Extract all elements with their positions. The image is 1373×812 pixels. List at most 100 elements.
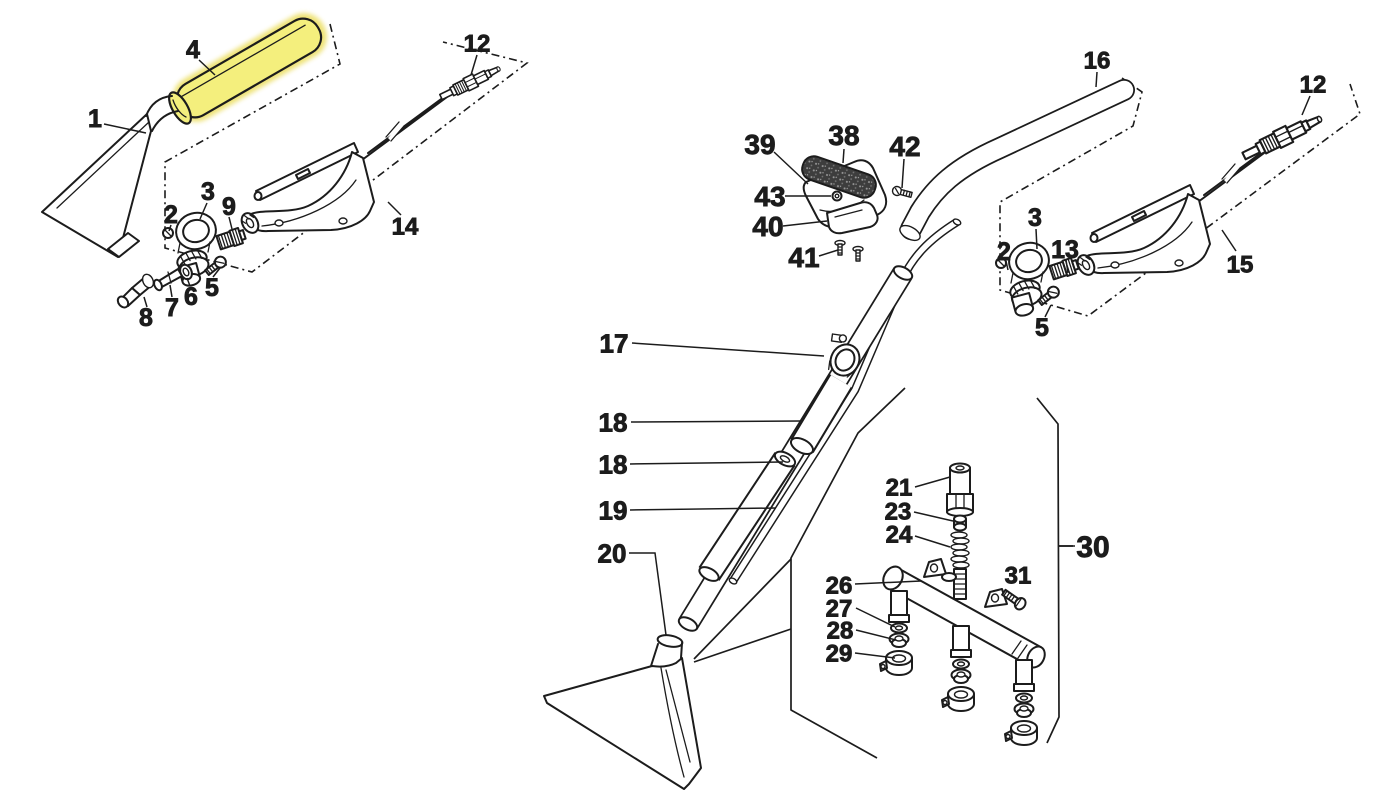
leader-line-12-2 (470, 54, 478, 76)
sleeve-tube-18-lower (698, 450, 797, 582)
part-label-20-28: 20 (598, 538, 627, 568)
pad-screws-41 (834, 239, 864, 262)
leader-line-3-20 (1035, 228, 1038, 250)
part-label-18-26: 18 (599, 449, 628, 479)
screw-42 (891, 185, 913, 198)
leader-line-2-5 (168, 224, 172, 232)
leader-line-2-22 (1005, 260, 1009, 271)
part-label-27-33: 27 (826, 596, 853, 623)
wand-tube-16-upper (899, 79, 1135, 242)
leader-line-23-30 (913, 511, 954, 522)
part-label-15-19: 15 (1227, 252, 1254, 279)
part-label-7-9: 7 (165, 294, 179, 322)
part-label-41-16: 41 (788, 242, 819, 273)
part-label-5-7: 5 (205, 274, 219, 302)
part-label-2-5: 2 (164, 201, 178, 229)
leader-line-27-33 (855, 607, 896, 628)
sleeve-tube-18-upper (789, 374, 853, 456)
part-label-29-35: 29 (826, 641, 853, 668)
part-label-21-29: 21 (886, 475, 913, 502)
trigger-assembly-right (995, 109, 1327, 319)
part-label-24-31: 24 (886, 522, 913, 549)
leader-line-18-25 (630, 420, 802, 423)
leader-line-24-31 (914, 535, 951, 548)
leader-line-7-9 (169, 284, 173, 298)
leader-line-42-13 (901, 158, 905, 189)
tube-open-end-bottom (677, 616, 699, 632)
leader-line-13-21 (1065, 259, 1069, 274)
leader-line-38-12 (842, 148, 845, 164)
part-label-38-12: 38 (828, 120, 859, 151)
upholstery-tool-foot (107, 232, 140, 258)
part-label-23-30: 23 (885, 499, 912, 526)
part-label-31-36: 31 (1005, 563, 1032, 590)
assembly-30-bracket (1036, 397, 1060, 744)
grip-pad-38 (801, 155, 877, 199)
part-label-43-14: 43 (754, 181, 785, 212)
part-label-8-10: 8 (139, 304, 153, 332)
leader-line-5-7 (212, 267, 221, 278)
tube-open-end-top (892, 265, 914, 281)
leader-line-15-19 (1221, 229, 1237, 252)
part-label-9-4: 9 (222, 193, 236, 221)
leader-line-26-32 (854, 580, 922, 585)
floor-tool-body (543, 657, 702, 790)
leader-line-39-11 (773, 151, 809, 185)
part-label-18-25: 18 (599, 407, 628, 437)
hose-coupler-12-right (1239, 109, 1327, 166)
spray-bar-26 (882, 558, 1046, 692)
part-label-42-13: 42 (889, 131, 920, 162)
tube-16-end-cap (899, 224, 921, 242)
leader-line-4-0 (198, 59, 216, 76)
check-valve-21 (946, 462, 974, 517)
leader-line-21-29 (914, 476, 951, 488)
leader-line-9-4 (228, 216, 233, 230)
pad-bracket-40 (826, 201, 879, 235)
spray-manifold-assembly (879, 462, 1046, 746)
leader-line-3-3 (199, 202, 208, 220)
part-label-19-27: 19 (599, 495, 628, 525)
part-label-14-6: 14 (392, 214, 419, 241)
floor-tool-20 (543, 634, 702, 790)
bolt-31 (1001, 588, 1027, 611)
construction-lines (164, 23, 1361, 317)
hose-coupler-12-left (437, 61, 504, 104)
leader-line-5-23 (1044, 304, 1052, 318)
leader-line-40-15 (782, 220, 828, 227)
part-label-5-23: 5 (1035, 314, 1049, 342)
nozzle-stack-left (879, 622, 913, 676)
part-label-3-20: 3 (1028, 204, 1042, 232)
hand-tool-assembly (41, 13, 504, 309)
leader-line-28-34 (855, 629, 897, 641)
leader-line-14-6 (387, 201, 402, 216)
part-label-28-34: 28 (827, 618, 854, 645)
part-label-2-22: 2 (997, 238, 1011, 266)
valve-poppet-23 (953, 514, 967, 532)
grip-tube-4 (175, 17, 323, 119)
leader-line-6-8 (186, 277, 191, 287)
phantom-box-grip-tube-and-valve-14 (164, 23, 529, 273)
tube-clamp-17 (828, 333, 861, 378)
grip-pad-group (801, 155, 913, 262)
part-label-16-17: 16 (1084, 48, 1111, 75)
valve-stem (953, 568, 967, 600)
part-label-40-15: 40 (752, 211, 783, 242)
leader-line-17-24 (631, 342, 825, 357)
part-label-30-37: 30 (1076, 531, 1109, 564)
part-label-3-3: 3 (201, 178, 215, 206)
leader-line-41-16 (818, 249, 839, 257)
part-label-39-11: 39 (744, 129, 775, 160)
elbow-parts-6-7-8 (116, 263, 193, 309)
leader-line-1-1 (103, 123, 147, 134)
phantom-box-valve-15 (999, 77, 1361, 317)
leader-line-12-18 (1301, 95, 1311, 116)
leader-line-20-28 (629, 552, 667, 636)
part-label-6-8: 6 (184, 283, 198, 311)
projection-line-upper (693, 558, 792, 660)
part-label-26-32: 26 (826, 573, 853, 600)
trigger-valve-14 (237, 90, 453, 237)
leader-line-8-10 (143, 296, 148, 308)
projection-line-lower (693, 628, 792, 663)
